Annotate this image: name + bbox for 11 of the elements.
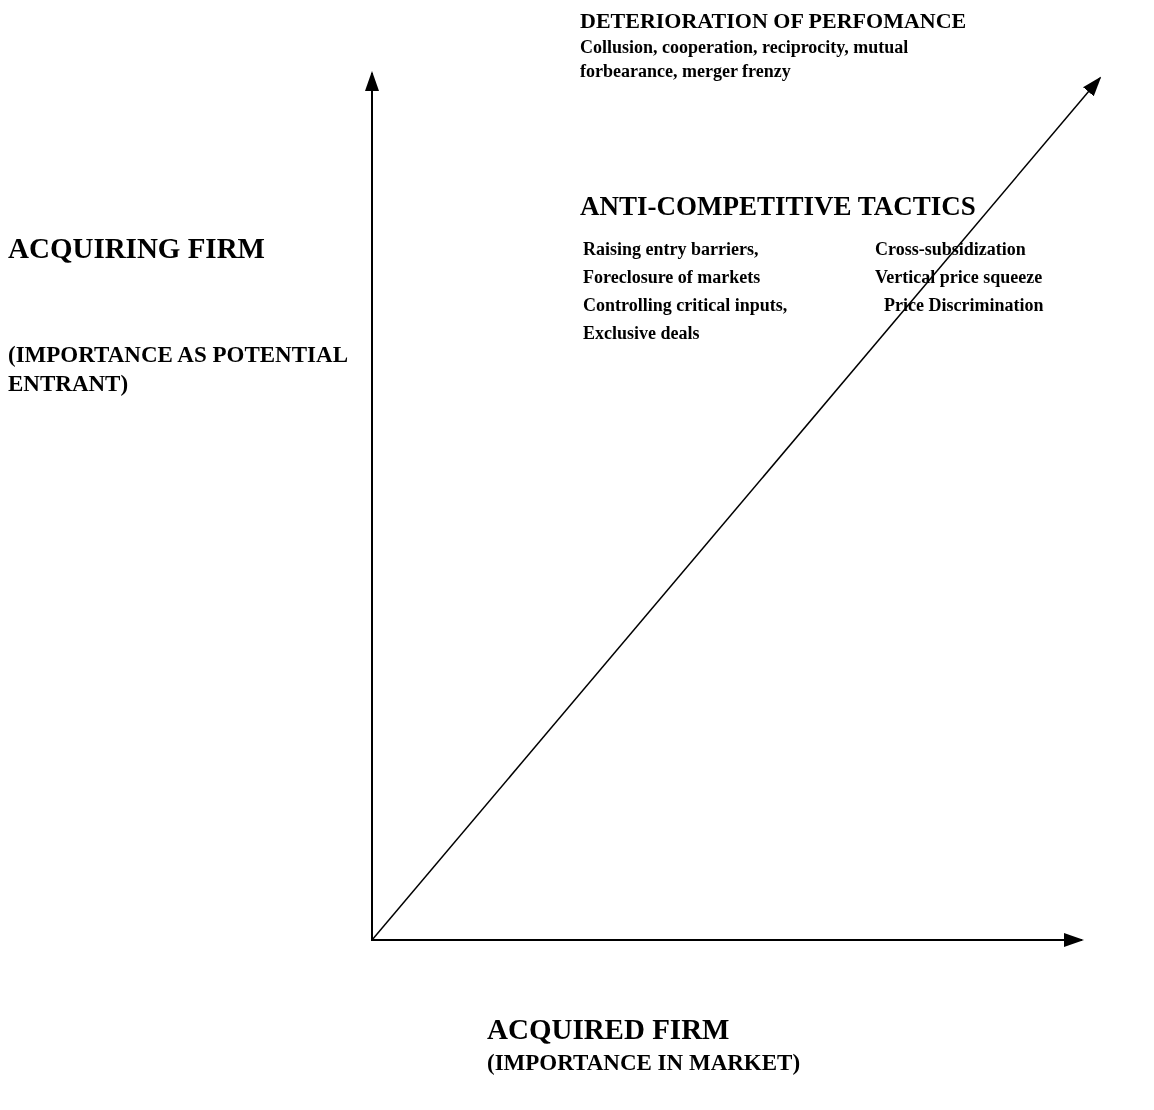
heading: DETERIORATION OF PERFOMANCE <box>580 7 967 35</box>
axis-label: ACQUIRED FIRM <box>487 1012 730 1047</box>
axis-label: ACQUIRING FIRM <box>8 231 265 266</box>
list-item: Exclusive deals <box>583 322 700 345</box>
axis-label: (IMPORTANCE IN MARKET) <box>487 1049 801 1077</box>
list-item: Foreclosure of markets <box>583 266 761 289</box>
axis-label: (IMPORTANCE AS POTENTIAL ENTRANT) <box>8 341 348 398</box>
list-item: Raising entry barriers, <box>583 238 759 261</box>
heading: ANTI-COMPETITIVE TACTICS <box>580 190 976 223</box>
list-item: Controlling critical inputs, <box>583 294 788 317</box>
note: Collusion, cooperation, reciprocity, mutual forbearance, merger frenzy <box>580 36 910 83</box>
